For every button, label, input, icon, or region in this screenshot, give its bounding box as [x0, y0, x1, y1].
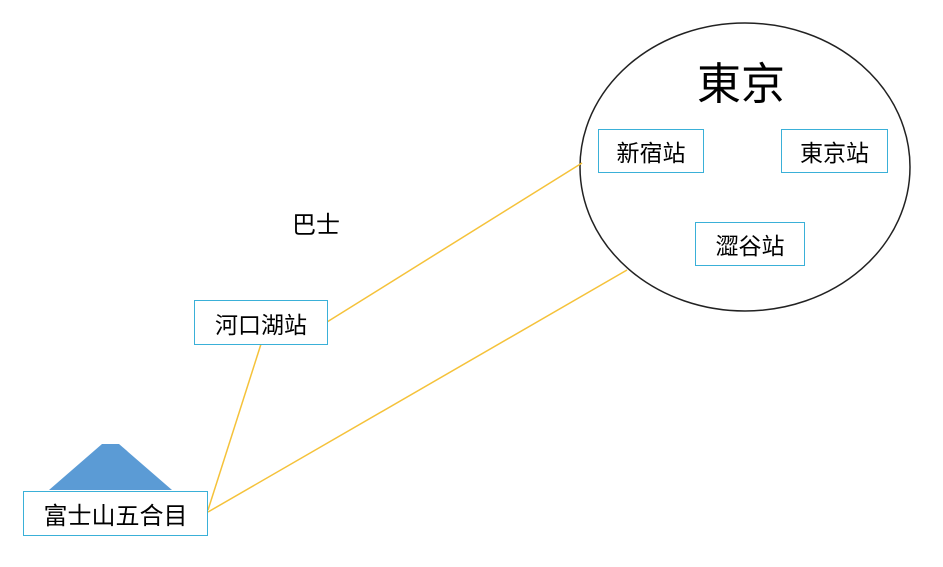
tokyo-area-circle: [579, 22, 911, 312]
bus-label: 巴士: [292, 211, 340, 239]
station-shibuya[interactable]: 澀谷站: [695, 222, 805, 266]
mountain-icon: [49, 444, 172, 490]
route-line-kawaguchiko-fuji: [207, 343, 262, 511]
station-fuji-fifth[interactable]: 富士山五合目: [23, 491, 208, 536]
tokyo-title: 東京: [697, 59, 785, 110]
route-line-fuji-tokyo: [207, 269, 628, 513]
route-line-kawaguchiko-shinjuku: [326, 162, 583, 323]
station-kawaguchiko[interactable]: 河口湖站: [194, 300, 328, 345]
station-tokyo[interactable]: 東京站: [781, 129, 888, 173]
station-shinjuku[interactable]: 新宿站: [598, 129, 704, 173]
